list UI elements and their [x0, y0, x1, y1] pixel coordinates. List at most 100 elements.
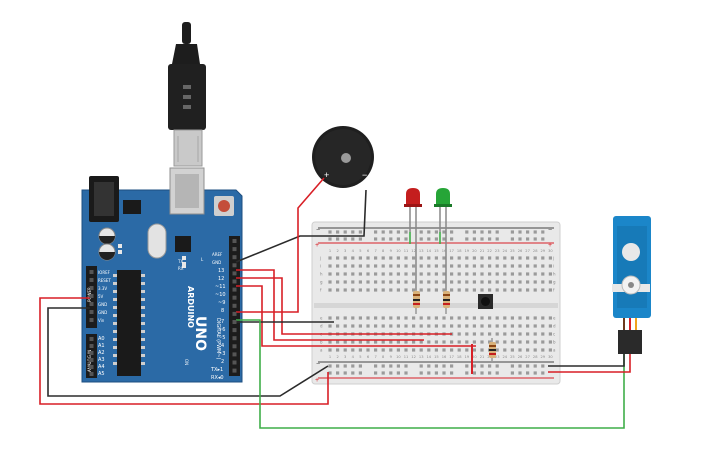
breadboard-hole[interactable] — [419, 371, 423, 375]
breadboard-hole[interactable] — [396, 264, 400, 268]
breadboard-hole[interactable] — [480, 348, 484, 352]
breadboard-hole[interactable] — [419, 288, 423, 292]
breadboard-hole[interactable] — [518, 340, 522, 344]
breadboard-hole[interactable] — [541, 332, 545, 336]
breadboard-hole[interactable] — [328, 316, 332, 320]
header-pin[interactable] — [232, 336, 237, 341]
breadboard-hole[interactable] — [526, 340, 530, 344]
led-red[interactable] — [404, 188, 422, 290]
breadboard-hole[interactable] — [442, 256, 446, 260]
breadboard-hole[interactable] — [381, 256, 385, 260]
breadboard-hole[interactable] — [343, 316, 347, 320]
header-pin[interactable] — [89, 318, 94, 322]
breadboard-hole[interactable] — [343, 230, 347, 234]
breadboard-hole[interactable] — [328, 324, 332, 328]
breadboard-hole[interactable] — [419, 264, 423, 268]
breadboard-hole[interactable] — [336, 371, 340, 375]
header-pin[interactable] — [89, 337, 94, 341]
breadboard-hole[interactable] — [533, 371, 537, 375]
breadboard-hole[interactable] — [488, 237, 492, 241]
breadboard-hole[interactable] — [404, 348, 408, 352]
breadboard-hole[interactable] — [488, 230, 492, 234]
breadboard-hole[interactable] — [442, 364, 446, 368]
breadboard-hole[interactable] — [457, 340, 461, 344]
breadboard-hole[interactable] — [450, 316, 454, 320]
breadboard-hole[interactable] — [541, 364, 545, 368]
breadboard-hole[interactable] — [404, 237, 408, 241]
breadboard-hole[interactable] — [450, 264, 454, 268]
header-pin[interactable] — [89, 294, 94, 298]
breadboard-hole[interactable] — [450, 340, 454, 344]
breadboard-hole[interactable] — [526, 364, 530, 368]
breadboard-hole[interactable] — [328, 230, 332, 234]
header-pin[interactable] — [89, 351, 94, 355]
breadboard-hole[interactable] — [472, 316, 476, 320]
breadboard-hole[interactable] — [366, 256, 370, 260]
buzzer-icon[interactable]: + − — [312, 126, 374, 188]
breadboard-hole[interactable] — [343, 280, 347, 284]
breadboard-hole[interactable] — [412, 324, 416, 328]
breadboard-hole[interactable] — [381, 316, 385, 320]
breadboard-hole[interactable] — [412, 272, 416, 276]
breadboard-hole[interactable] — [503, 256, 507, 260]
breadboard-hole[interactable] — [533, 237, 537, 241]
breadboard-hole[interactable] — [541, 340, 545, 344]
breadboard-hole[interactable] — [358, 324, 362, 328]
breadboard-hole[interactable] — [427, 288, 431, 292]
header-pin[interactable] — [89, 270, 94, 274]
breadboard-hole[interactable] — [510, 264, 514, 268]
breadboard-hole[interactable] — [503, 272, 507, 276]
led-green[interactable] — [434, 188, 452, 290]
breadboard-hole[interactable] — [434, 371, 438, 375]
header-pin[interactable] — [232, 328, 237, 333]
breadboard-hole[interactable] — [510, 316, 514, 320]
breadboard-hole[interactable] — [503, 340, 507, 344]
header-pin[interactable] — [89, 365, 94, 369]
breadboard[interactable]: − + − + − + 1122334455667788991010111112… — [311, 221, 561, 385]
breadboard-hole[interactable] — [404, 230, 408, 234]
breadboard-hole[interactable] — [495, 288, 499, 292]
breadboard-hole[interactable] — [389, 237, 393, 241]
breadboard-hole[interactable] — [404, 256, 408, 260]
breadboard-hole[interactable] — [336, 324, 340, 328]
breadboard-hole[interactable] — [472, 264, 476, 268]
breadboard-hole[interactable] — [396, 288, 400, 292]
header-pin[interactable] — [232, 263, 237, 268]
breadboard-hole[interactable] — [465, 288, 469, 292]
breadboard-hole[interactable] — [533, 332, 537, 336]
breadboard-hole[interactable] — [488, 316, 492, 320]
breadboard-hole[interactable] — [510, 364, 514, 368]
breadboard-hole[interactable] — [518, 364, 522, 368]
breadboard-hole[interactable] — [503, 324, 507, 328]
breadboard-hole[interactable] — [526, 230, 530, 234]
breadboard-hole[interactable] — [366, 280, 370, 284]
breadboard-hole[interactable] — [412, 348, 416, 352]
breadboard-hole[interactable] — [480, 280, 484, 284]
breadboard-hole[interactable] — [419, 324, 423, 328]
breadboard-hole[interactable] — [389, 272, 393, 276]
breadboard-hole[interactable] — [389, 230, 393, 234]
breadboard-hole[interactable] — [488, 371, 492, 375]
breadboard-hole[interactable] — [419, 256, 423, 260]
breadboard-hole[interactable] — [510, 230, 514, 234]
breadboard-hole[interactable] — [442, 280, 446, 284]
breadboard-hole[interactable] — [495, 272, 499, 276]
breadboard-hole[interactable] — [541, 316, 545, 320]
header-pin[interactable] — [232, 311, 237, 316]
breadboard-hole[interactable] — [503, 280, 507, 284]
breadboard-hole[interactable] — [381, 348, 385, 352]
breadboard-hole[interactable] — [396, 348, 400, 352]
breadboard-hole[interactable] — [427, 371, 431, 375]
breadboard-hole[interactable] — [351, 324, 355, 328]
breadboard-hole[interactable] — [472, 230, 476, 234]
breadboard-hole[interactable] — [389, 348, 393, 352]
breadboard-hole[interactable] — [358, 371, 362, 375]
breadboard-hole[interactable] — [548, 280, 552, 284]
breadboard-hole[interactable] — [488, 324, 492, 328]
breadboard-hole[interactable] — [336, 348, 340, 352]
breadboard-hole[interactable] — [374, 348, 378, 352]
breadboard-hole[interactable] — [488, 340, 492, 344]
breadboard-hole[interactable] — [480, 332, 484, 336]
pushbutton-icon[interactable] — [478, 294, 493, 309]
breadboard-hole[interactable] — [396, 272, 400, 276]
